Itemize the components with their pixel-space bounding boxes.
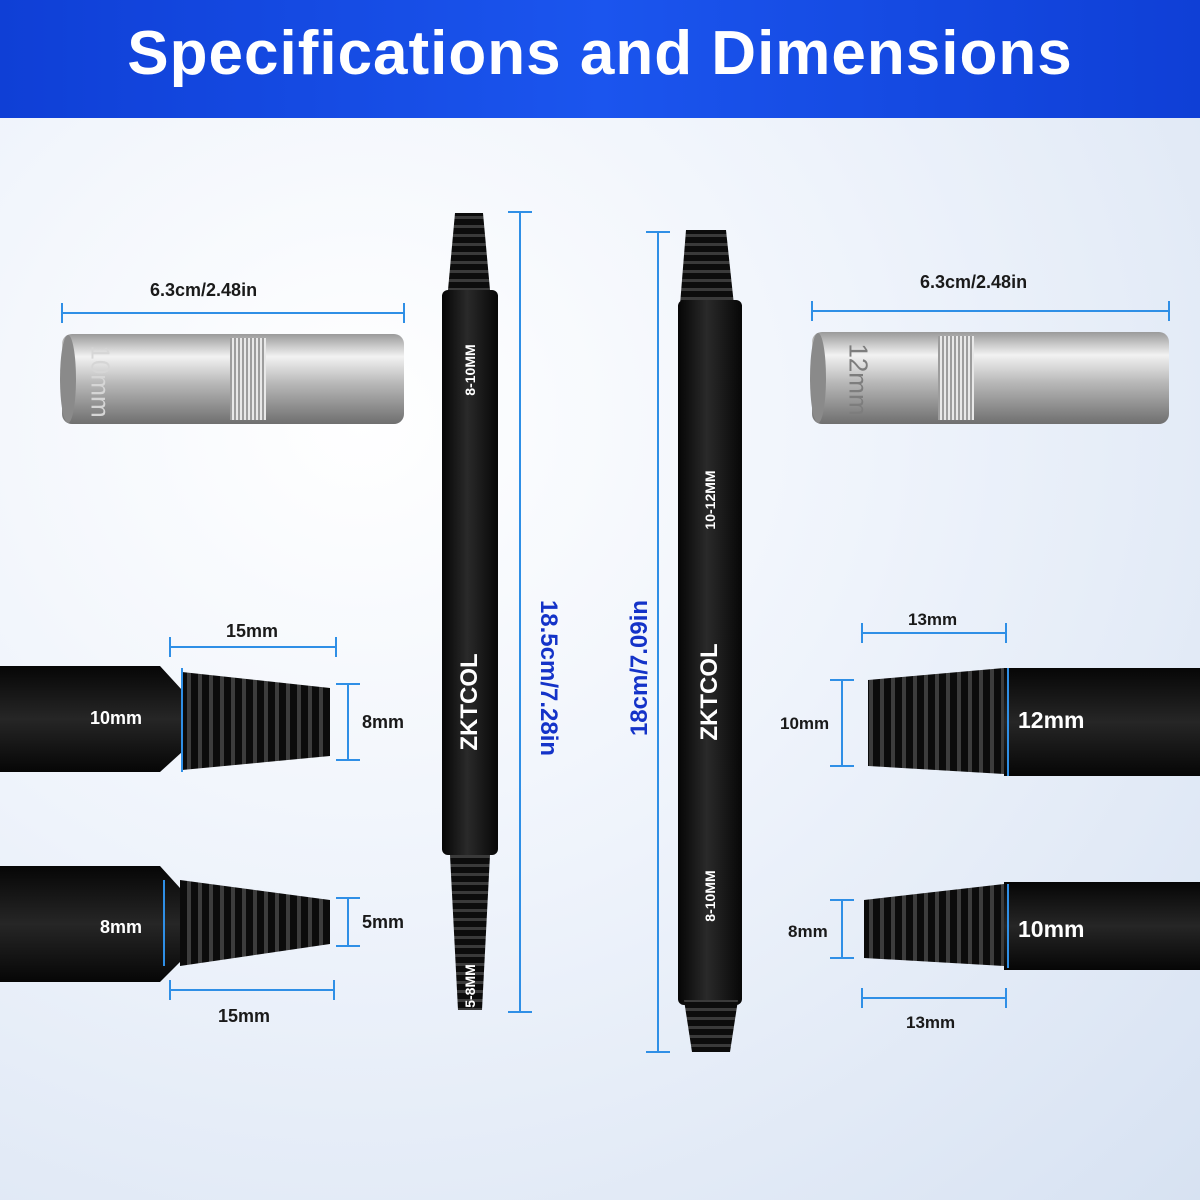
title-banner: Specifications and Dimensions	[0, 0, 1200, 118]
right-bottom-thread-length: 13mm	[906, 1013, 956, 1032]
socket-10mm	[60, 334, 404, 424]
detail-left-top	[0, 666, 330, 772]
right-top-hex: 12mm	[1018, 707, 1085, 733]
socket-marking-10mm: 10mm	[85, 345, 116, 418]
bar2-logo: ZKTCOL	[696, 643, 723, 741]
left-bottom-thread-length: 15mm	[218, 1006, 271, 1026]
dimension-lines	[61, 211, 1170, 1053]
left-bottom-hex: 8mm	[100, 917, 143, 937]
bar1-label-bottom: 5-8MM	[462, 964, 478, 1008]
socket-length-left: 6.3cm/2.48in	[150, 280, 258, 300]
detail-right-top	[868, 668, 1200, 776]
bar2-length: 18cm/7.09in	[626, 599, 653, 737]
bar1-length: 18.5cm/7.28in	[535, 599, 562, 757]
socket-marking-12mm: 12mm	[843, 343, 874, 416]
right-bottom-hex: 10mm	[1018, 916, 1085, 942]
left-top-tip: 8mm	[362, 712, 405, 732]
right-top-tip: 10mm	[780, 714, 830, 733]
left-top-thread-length: 15mm	[226, 621, 279, 641]
bar2-label-bottom: 8-10MM	[702, 870, 718, 922]
detail-right-bottom	[864, 882, 1200, 970]
extractor-bar-10-12mm	[678, 230, 742, 1052]
right-bottom-tip: 8mm	[788, 922, 828, 941]
left-bottom-tip: 5mm	[362, 912, 405, 932]
bar1-label-top: 8-10MM	[462, 344, 478, 396]
socket-12mm	[810, 332, 1169, 424]
bar1-logo: ZKTCOL	[456, 653, 483, 751]
socket-length-right: 6.3cm/2.48in	[920, 272, 1028, 292]
page-title: Specifications and Dimensions	[127, 19, 1073, 88]
right-top-thread-length: 13mm	[908, 610, 958, 629]
extractor-bar-8-10mm	[442, 213, 498, 1010]
bar2-label-top: 10-12MM	[702, 470, 718, 530]
detail-left-bottom	[0, 866, 330, 982]
left-top-hex: 10mm	[90, 708, 143, 728]
